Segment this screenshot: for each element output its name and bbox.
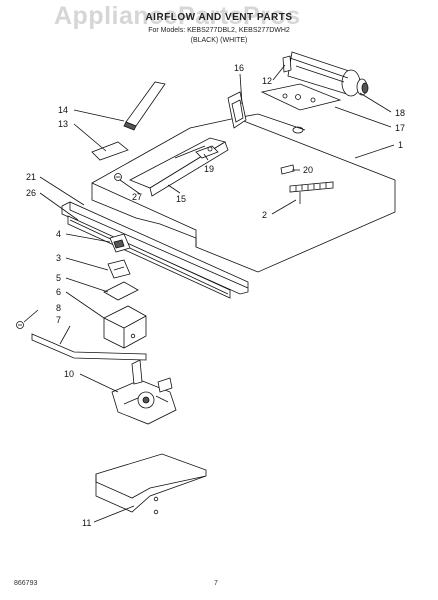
part-12-bracket [282,55,292,73]
part-3-relay [107,259,131,279]
part-13-vent-deflector [91,141,129,161]
part-26-rail-trim [67,215,231,299]
callout-3: 3 [56,253,61,263]
part-1-main-panel [91,113,396,273]
part-27-screw [114,173,122,181]
watermark-text: AppliancePartsPros [54,2,301,30]
model-numbers: For Models: KEBS277DBL2, KEBS277DWH2 [148,27,290,34]
callout-19: 19 [204,164,214,174]
callout-14: 14 [58,105,68,115]
part-11-base-plate [95,453,207,515]
callout-21: 21 [26,172,36,182]
part-4-switch [109,233,131,253]
part-10-latch-assembly [111,359,177,425]
diagram-code: 866793 [14,580,38,587]
callout-labels: 14 13 16 12 18 17 1 20 2 19 15 27 21 26 … [26,63,405,528]
callout-8: 8 [56,303,61,313]
part-21-front-rail [61,201,249,295]
callout-12: 12 [262,76,272,86]
callout-15: 15 [176,194,186,204]
model-colors: (BLACK) (WHITE) [190,37,248,44]
part-8-screw [16,321,24,329]
callout-7: 7 [56,315,61,325]
callout-4: 4 [56,229,61,239]
part-18-blower-motor [287,51,369,97]
part-5-insulator [103,281,139,301]
callout-26: 26 [26,188,36,198]
callout-27: 27 [132,192,142,202]
callout-16: 16 [234,63,244,73]
callout-17: 17 [395,123,405,133]
part-6-bracket-box [103,305,147,349]
diagram-title: AIRFLOW AND VENT PARTS [145,12,293,23]
part-19-duct-clip [195,145,219,159]
callout-18: 18 [395,108,405,118]
part-17-mounting-plate [260,83,342,111]
callout-2: 2 [262,210,267,220]
callout-11: 11 [82,518,91,528]
leader-lines [23,64,395,523]
part-20-clip [280,164,295,175]
part-2-terminal-strip [289,181,334,204]
callout-10: 10 [64,369,74,379]
part-14-vent-cover [123,81,166,131]
callout-13: 13 [58,119,68,129]
page-number: 7 [214,580,218,587]
part-7-link-rod [31,333,147,361]
callout-6: 6 [56,287,61,297]
callout-20: 20 [303,165,313,175]
callout-1: 1 [398,140,403,150]
callout-5: 5 [56,273,61,283]
